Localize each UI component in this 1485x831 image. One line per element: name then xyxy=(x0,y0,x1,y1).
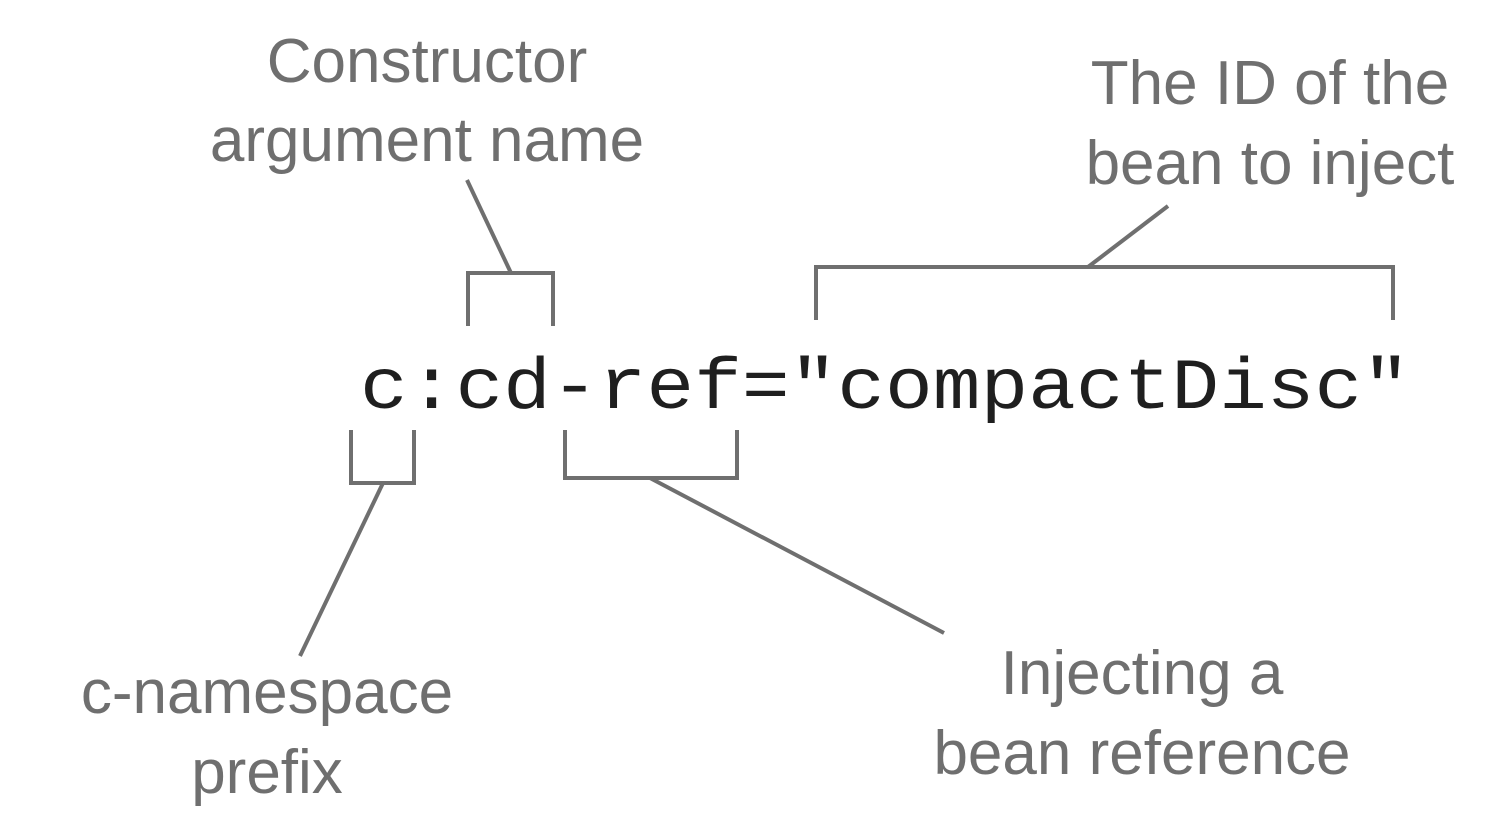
leader-namespace-prefix xyxy=(298,482,385,657)
label-bean-reference-line1: Injecting a xyxy=(1001,639,1284,708)
label-bean-id-line1: The ID of the xyxy=(1091,49,1449,118)
bracket-bean-id xyxy=(814,265,1395,320)
bracket-bean-reference xyxy=(563,430,739,480)
label-namespace-prefix-line1: c-namespace xyxy=(81,658,453,727)
label-bean-id-line2: bean to inject xyxy=(1086,129,1455,198)
leader-bean-id xyxy=(1086,204,1170,269)
label-bean-reference-line2: bean reference xyxy=(933,719,1350,788)
code-attribute: c:cd-ref="compactDisc" xyxy=(360,348,1410,430)
label-constructor-argument-line1: Constructor xyxy=(267,27,587,96)
bracket-constructor-argument xyxy=(466,271,555,326)
bracket-namespace-prefix xyxy=(349,430,416,485)
leader-bean-reference xyxy=(649,476,945,635)
leader-constructor-argument xyxy=(465,179,513,274)
label-namespace-prefix-line2: prefix xyxy=(191,738,343,807)
label-constructor-argument-line2: argument name xyxy=(210,106,644,175)
